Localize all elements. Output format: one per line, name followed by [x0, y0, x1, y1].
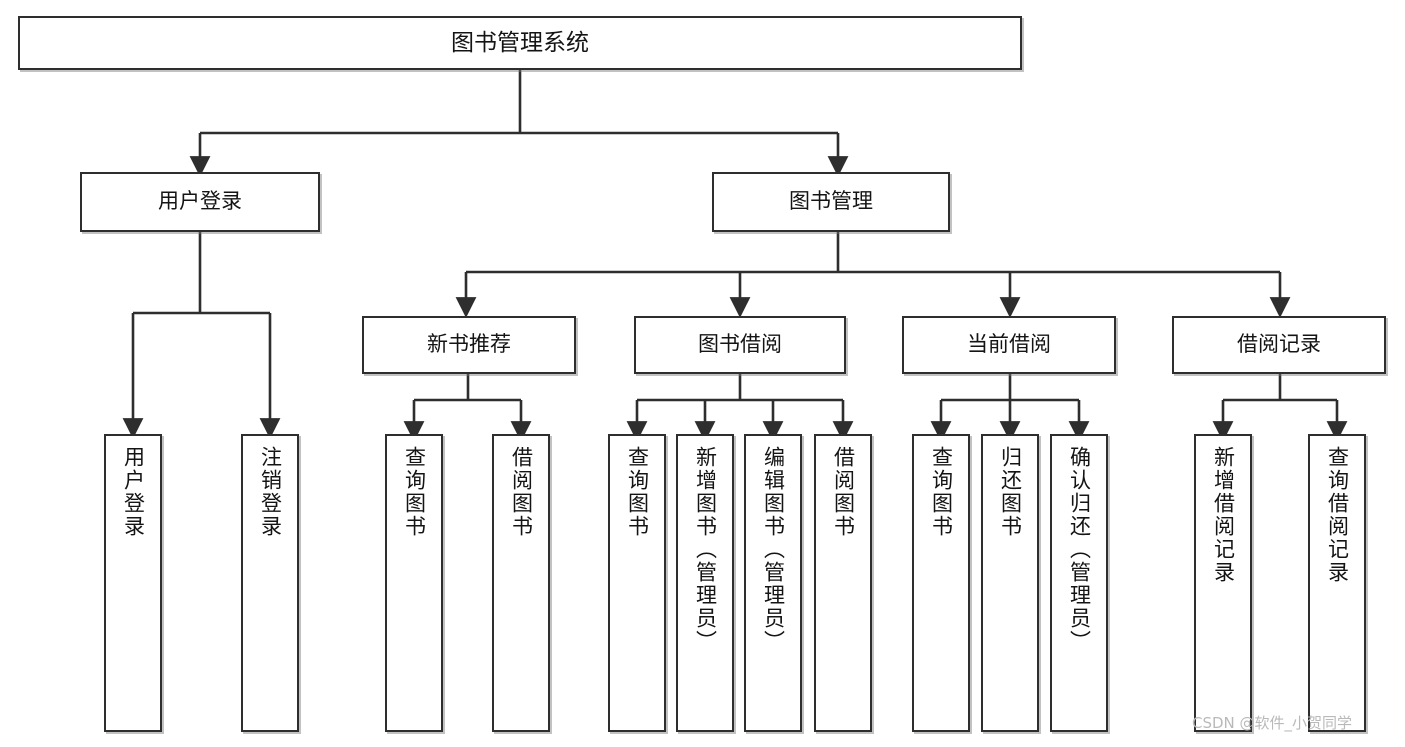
node-label: 新增图书（管理员） — [693, 446, 718, 653]
node-label: 图书借阅 — [698, 332, 782, 357]
node-leaf-user-logout[interactable]: 注销登录 — [241, 434, 299, 732]
node-current-borrow[interactable]: 当前借阅 — [902, 316, 1116, 374]
node-leaf-user-login[interactable]: 用户登录 — [104, 434, 162, 732]
node-leaf-confirm-return[interactable]: 确认归还（管理员） — [1050, 434, 1108, 732]
node-label: 用户登录 — [158, 189, 242, 214]
node-label: 归还图书 — [998, 446, 1023, 538]
node-leaf-query-borrow-record[interactable]: 查询借阅记录 — [1308, 434, 1366, 732]
node-label: 用户登录 — [121, 446, 146, 538]
node-leaf-edit-book[interactable]: 编辑图书（管理员） — [744, 434, 802, 732]
node-label: 查询图书 — [625, 446, 650, 538]
node-label: 查询图书 — [402, 446, 427, 538]
node-leaf-add-book[interactable]: 新增图书（管理员） — [676, 434, 734, 732]
node-label: 图书管理系统 — [451, 29, 589, 56]
node-label: 编辑图书（管理员） — [761, 446, 786, 653]
node-leaf-query-book-current[interactable]: 查询图书 — [912, 434, 970, 732]
node-label: 当前借阅 — [967, 332, 1051, 357]
node-label: 注销登录 — [258, 446, 283, 538]
node-book-management[interactable]: 图书管理 — [712, 172, 950, 232]
node-label: 借阅图书 — [509, 446, 534, 538]
node-root-book-management-system[interactable]: 图书管理系统 — [18, 16, 1022, 70]
node-leaf-add-borrow-record[interactable]: 新增借阅记录 — [1194, 434, 1252, 732]
node-label: 图书管理 — [789, 189, 873, 214]
node-label: 借阅图书 — [831, 446, 856, 538]
node-leaf-query-book-borrow[interactable]: 查询图书 — [608, 434, 666, 732]
node-borrow-record[interactable]: 借阅记录 — [1172, 316, 1386, 374]
node-label: 确认归还（管理员） — [1067, 446, 1092, 653]
node-label: 查询图书 — [929, 446, 954, 538]
node-label: 借阅记录 — [1237, 332, 1321, 357]
csdn-watermark: CSDN @软件_小贺同学 — [1192, 714, 1353, 732]
node-leaf-query-book-recommend[interactable]: 查询图书 — [385, 434, 443, 732]
node-label: 新书推荐 — [427, 332, 511, 357]
node-leaf-borrow-book-recommend[interactable]: 借阅图书 — [492, 434, 550, 732]
node-label: 查询借阅记录 — [1325, 446, 1350, 584]
node-user-login[interactable]: 用户登录 — [80, 172, 320, 232]
node-leaf-borrow-book[interactable]: 借阅图书 — [814, 434, 872, 732]
node-label: 新增借阅记录 — [1211, 446, 1236, 584]
node-new-book-recommendation[interactable]: 新书推荐 — [362, 316, 576, 374]
node-leaf-return-book[interactable]: 归还图书 — [981, 434, 1039, 732]
node-book-borrow[interactable]: 图书借阅 — [634, 316, 846, 374]
